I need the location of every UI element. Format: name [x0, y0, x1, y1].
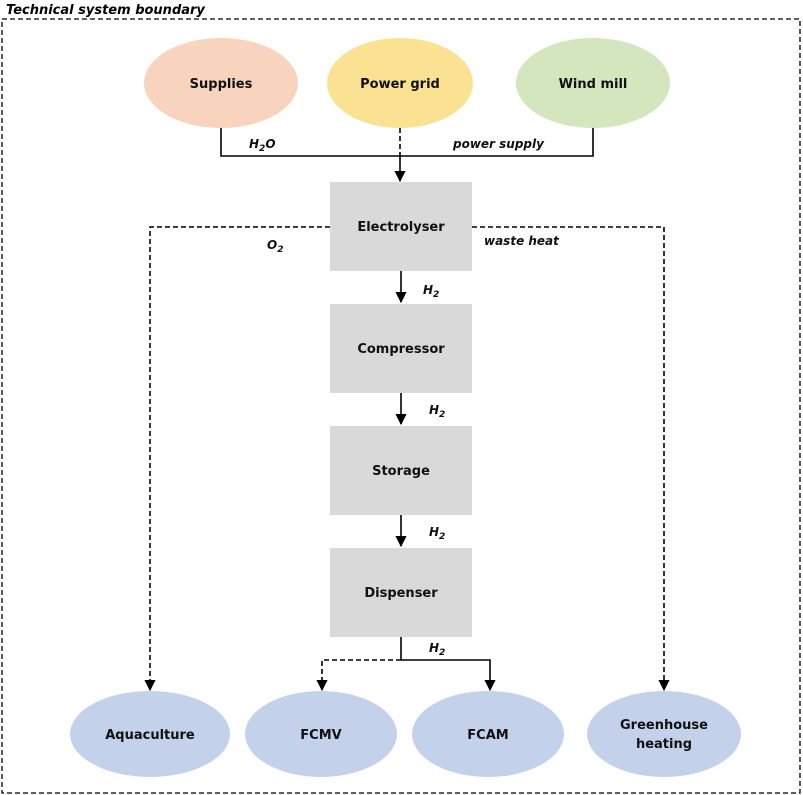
connector-wind-mill	[400, 128, 594, 157]
source-power-grid-label: Power grid	[360, 77, 440, 92]
boundary-title: Technical system boundary	[6, 3, 205, 18]
flow-label-oxygen: O2	[267, 238, 283, 255]
sink-fcam: FCAM	[412, 691, 564, 777]
flow-label-waste-heat: waste heat	[484, 234, 560, 248]
flow-label-h2-3: H2	[429, 525, 445, 542]
process-compressor-label: Compressor	[357, 342, 445, 357]
system-boundary	[1, 18, 801, 794]
sink-fcmv: FCMV	[245, 691, 397, 777]
flow-label-h2-2: H2	[429, 403, 445, 420]
process-electrolyser: Electrolyser	[330, 182, 472, 271]
sink-fcmv-label: FCMV	[300, 728, 341, 743]
process-electrolyser-label: Electrolyser	[357, 220, 445, 235]
connector-oxygen	[144, 226, 330, 692]
process-dispenser-label: Dispenser	[364, 586, 438, 601]
sink-greenhouse-heating: Greenhouse heating	[587, 691, 741, 777]
source-wind-mill-label: Wind mill	[559, 77, 628, 92]
process-storage: Storage	[330, 426, 472, 515]
process-dispenser: Dispenser	[330, 548, 472, 637]
connector-to-fcam	[401, 659, 496, 692]
flow-label-water: H2O	[249, 137, 276, 154]
source-power-grid: Power grid	[327, 38, 473, 128]
sink-greenhouse-label-line2: heating	[636, 737, 692, 752]
connector-to-fcmv	[316, 659, 401, 692]
source-supplies: Supplies	[144, 38, 298, 128]
flow-label-power-supply: power supply	[452, 137, 545, 151]
process-compressor: Compressor	[330, 304, 472, 393]
flow-label-h2-4: H2	[429, 641, 445, 658]
sink-aquaculture-label: Aquaculture	[105, 728, 195, 743]
flow-label-h2-1: H2	[423, 283, 439, 300]
connector-waste-heat	[472, 226, 670, 692]
connector-supplies	[220, 128, 400, 157]
process-storage-label: Storage	[372, 464, 430, 479]
sink-aquaculture: Aquaculture	[70, 691, 230, 777]
source-supplies-label: Supplies	[190, 77, 253, 92]
sink-greenhouse-label-line1: Greenhouse	[620, 718, 708, 733]
sink-fcam-label: FCAM	[467, 728, 508, 743]
source-wind-mill: Wind mill	[516, 38, 670, 128]
